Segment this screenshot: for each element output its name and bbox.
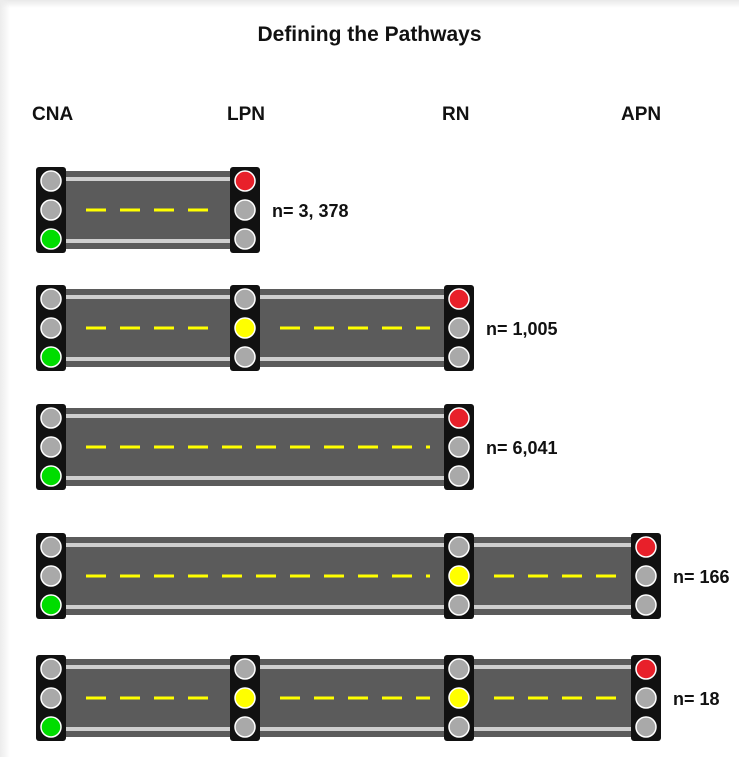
- traffic-light-off: [448, 594, 470, 616]
- road-edge-line: [66, 665, 230, 669]
- traffic-light-red: [635, 658, 657, 680]
- road-edge-line: [66, 177, 230, 181]
- traffic-light-green: [40, 716, 62, 738]
- traffic-light-off: [635, 594, 657, 616]
- traffic-light-off: [40, 687, 62, 709]
- diagram-title: Defining the Pathways: [257, 23, 482, 46]
- pathway-count-label: n= 1,005: [486, 319, 558, 339]
- level-header-rn: RN: [442, 104, 470, 125]
- traffic-light-off: [40, 288, 62, 310]
- road-edge-line: [66, 476, 444, 480]
- level-header-cna: CNA: [32, 104, 74, 125]
- road-edge-line: [66, 543, 444, 547]
- traffic-light-yellow: [448, 687, 470, 709]
- top-edge-shadow: [0, 0, 739, 8]
- traffic-light-yellow: [234, 317, 256, 339]
- traffic-light-off: [448, 658, 470, 680]
- traffic-light-off: [40, 658, 62, 680]
- road-edge-line: [66, 727, 230, 731]
- traffic-light-red: [234, 170, 256, 192]
- traffic-light-off: [448, 536, 470, 558]
- traffic-light-off: [40, 170, 62, 192]
- traffic-light-off: [448, 436, 470, 458]
- left-edge-shadow: [0, 0, 10, 757]
- pathway-count-label: n= 166: [673, 567, 730, 587]
- traffic-light-yellow: [448, 565, 470, 587]
- traffic-light-off: [40, 317, 62, 339]
- traffic-light-off: [234, 288, 256, 310]
- traffic-light-green: [40, 594, 62, 616]
- pathway-count-label: n= 3, 378: [272, 201, 349, 221]
- road-edge-line: [474, 665, 631, 669]
- level-header-apn: APN: [621, 104, 662, 125]
- road-edge-line: [66, 605, 444, 609]
- traffic-light-off: [40, 436, 62, 458]
- road-edge-line: [260, 665, 444, 669]
- traffic-light-off: [448, 716, 470, 738]
- traffic-light-green: [40, 465, 62, 487]
- road-edge-line: [474, 605, 631, 609]
- traffic-light-red: [448, 288, 470, 310]
- road-edge-line: [66, 414, 444, 418]
- pathway-count-label: n= 18: [673, 689, 720, 709]
- road-edge-line: [260, 295, 444, 299]
- traffic-light-off: [448, 465, 470, 487]
- traffic-light-yellow: [234, 687, 256, 709]
- traffic-light-off: [40, 536, 62, 558]
- road-edge-line: [260, 727, 444, 731]
- traffic-light-off: [234, 658, 256, 680]
- traffic-light-green: [40, 228, 62, 250]
- road-edge-line: [66, 239, 230, 243]
- traffic-light-off: [635, 687, 657, 709]
- traffic-light-off: [635, 716, 657, 738]
- traffic-light-off: [234, 199, 256, 221]
- traffic-light-off: [40, 565, 62, 587]
- level-header-lpn: LPN: [227, 104, 265, 125]
- pathway-count-label: n= 6,041: [486, 438, 558, 458]
- traffic-light-off: [234, 346, 256, 368]
- traffic-light-red: [448, 407, 470, 429]
- road-edge-line: [66, 295, 230, 299]
- traffic-light-off: [40, 199, 62, 221]
- road-edge-line: [474, 727, 631, 731]
- traffic-light-off: [635, 565, 657, 587]
- traffic-light-off: [448, 346, 470, 368]
- traffic-light-off: [40, 407, 62, 429]
- road-edge-line: [260, 357, 444, 361]
- road-edge-line: [474, 543, 631, 547]
- traffic-light-off: [448, 317, 470, 339]
- traffic-light-off: [234, 228, 256, 250]
- traffic-light-off: [234, 716, 256, 738]
- traffic-light-green: [40, 346, 62, 368]
- traffic-light-red: [635, 536, 657, 558]
- road-edge-line: [66, 357, 230, 361]
